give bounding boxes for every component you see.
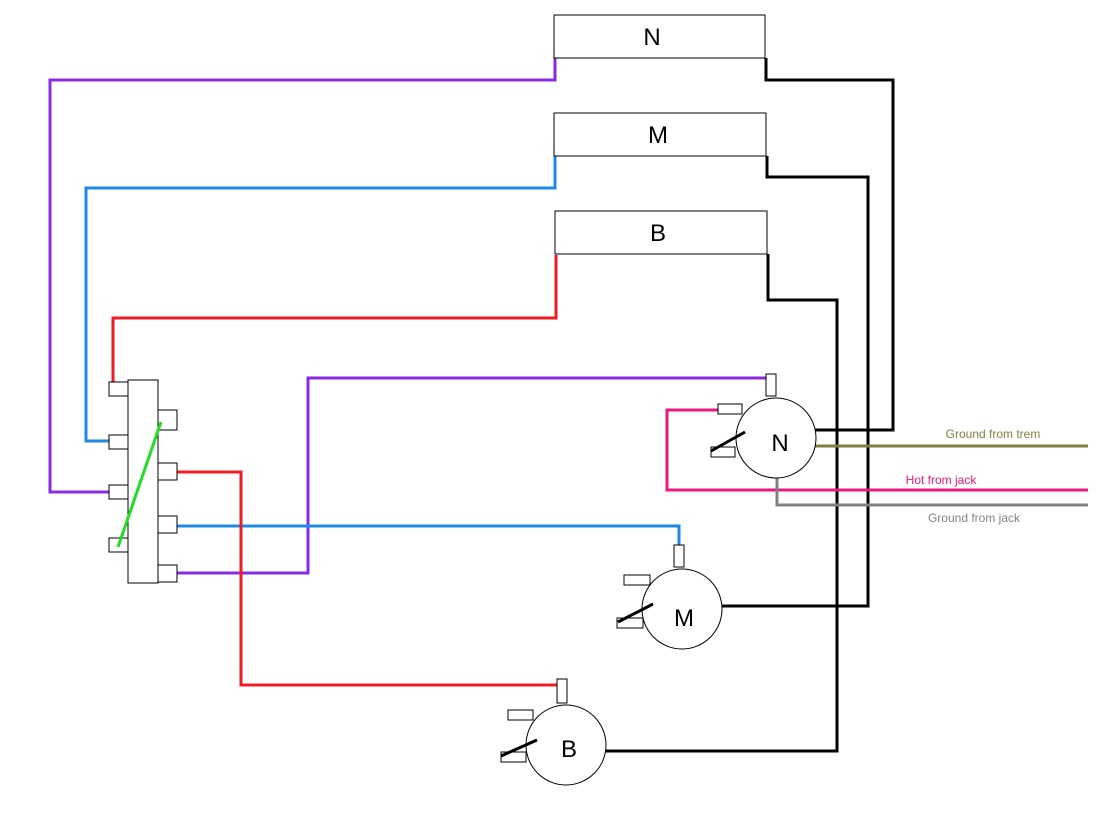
switch-lug-right-1 — [157, 409, 178, 431]
neck-pickup-ground-wire — [764, 58, 895, 432]
switch-lug-right-3 — [157, 515, 178, 534]
hot-from-jack-label: Hot from jack — [906, 473, 978, 487]
hot-from-jack-wire — [665, 408, 1088, 492]
middle-pickup-label: M — [648, 122, 668, 149]
switch-to-middle-pot-wire — [176, 524, 681, 550]
middle-pickup-ground-wire — [714, 156, 870, 608]
neck-pickup — [553, 14, 766, 59]
middle-pot-label: M — [674, 605, 694, 632]
switch-lug-right-2 — [157, 462, 178, 481]
middle-pot-lug-top — [673, 544, 685, 568]
bridge-pickup-label: B — [650, 220, 666, 247]
neck-pickup-label: N — [643, 24, 660, 51]
switch-lug-left-3 — [108, 484, 129, 500]
neck-pot-lug-top — [765, 373, 777, 397]
bridge-pot-lug-left-top — [507, 709, 534, 721]
middle-pot-wiper — [617, 602, 654, 624]
middle-pot-lug-left-top — [623, 574, 651, 586]
switch-lug-left-1 — [108, 381, 129, 397]
bridge-pot-wiper — [500, 738, 538, 758]
bridge-pot-label: B — [561, 736, 577, 763]
switch-to-neck-pot-wire — [176, 376, 771, 575]
bridge-pot-lug-top — [556, 678, 568, 704]
neck-pickup-hot-wire — [48, 58, 557, 494]
switch-lug-right-4 — [157, 564, 178, 583]
ground-from-jack-label: Ground from jack — [928, 511, 1021, 525]
switch-lug-left-2 — [108, 434, 129, 450]
neck-pot-lug-left-bottom — [710, 446, 736, 458]
switch-body — [127, 379, 159, 584]
neck-pot-label: N — [771, 430, 788, 457]
bridge-pickup-hot-wire — [111, 255, 558, 388]
five-way-switch — [108, 379, 178, 584]
neck-pot-lug-left-top — [717, 403, 743, 415]
ground-from-trem-label: Ground from trem — [946, 427, 1041, 441]
switch-to-bridge-pot-wire — [176, 470, 562, 687]
middle-pickup-hot-wire — [84, 156, 557, 443]
middle-pot-lug-left-bottom — [616, 617, 644, 629]
middle-pickup — [553, 112, 767, 157]
switch-blade — [116, 421, 163, 548]
bridge-pickup-ground-wire — [592, 254, 839, 753]
ground-from-jack-wire — [775, 470, 1088, 507]
neck-pot-wiper — [710, 430, 746, 453]
bridge-pickup — [554, 210, 768, 255]
